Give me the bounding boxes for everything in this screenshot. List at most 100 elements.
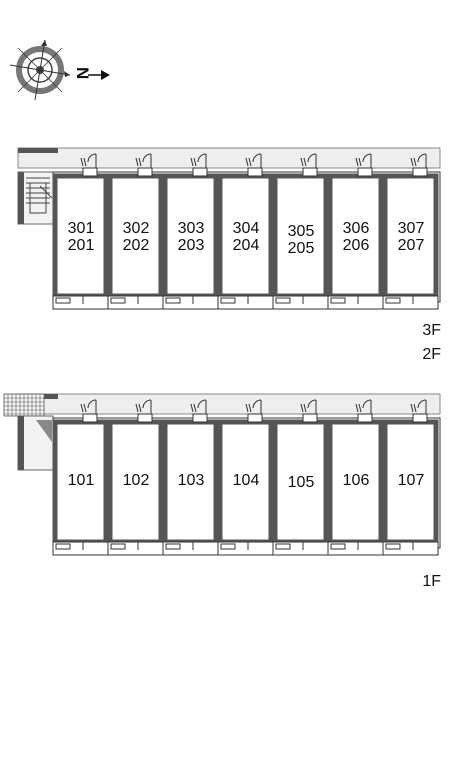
unit-number-second-floor: 205 (287, 240, 315, 257)
roof-edge (18, 148, 58, 153)
stair-well (29, 182, 47, 214)
unit-number-first-floor: 106 (342, 472, 370, 489)
ac-unit (330, 297, 346, 304)
unit-wall (52, 173, 109, 299)
entrance (357, 413, 373, 423)
unit (327, 399, 384, 556)
door-mark (135, 403, 139, 413)
door-swing (197, 153, 207, 163)
door-mark (83, 403, 87, 413)
unit-number-second-floor: 204 (232, 237, 260, 254)
door-swing (307, 399, 317, 409)
ac-unit (110, 297, 126, 304)
door-mark (413, 157, 417, 167)
corridor (17, 147, 441, 169)
door-mark (193, 157, 197, 167)
ac-unit (220, 297, 236, 304)
door-mark (193, 403, 197, 413)
entrance (137, 167, 153, 177)
entrance (247, 413, 263, 423)
unit (217, 153, 274, 310)
unit (272, 399, 329, 556)
door-swing (362, 153, 372, 163)
door-mark (135, 157, 139, 167)
unit-number-third-floor: 304 (232, 220, 260, 237)
door-mark (355, 403, 359, 413)
unit-number-second-floor: 202 (122, 237, 150, 254)
door-mark (355, 157, 359, 167)
ac-unit (275, 543, 291, 550)
unit-number-second-floor: 207 (397, 237, 425, 254)
unit (327, 153, 384, 310)
door-mark (410, 157, 414, 167)
door-mark (248, 157, 252, 167)
ac-unit (275, 297, 291, 304)
ac-unit (330, 543, 346, 550)
unit-number-first-floor: 102 (122, 472, 150, 489)
balcony (382, 541, 439, 556)
door-mark (245, 403, 249, 413)
door-mark (80, 157, 84, 167)
first-floor-block (3, 393, 441, 556)
entrance (82, 413, 98, 423)
ac-unit (220, 543, 236, 550)
door-mark (190, 157, 194, 167)
door-swing (87, 399, 97, 409)
ac-unit (385, 543, 401, 550)
ac-unit (55, 297, 71, 304)
balcony (382, 295, 439, 310)
door-swing (252, 153, 262, 163)
door-mark (413, 403, 417, 413)
stair-wall (18, 172, 24, 224)
entrance (412, 413, 428, 423)
door-mark (138, 403, 142, 413)
door-mark (303, 403, 307, 413)
door-mark (300, 403, 304, 413)
door-mark (138, 157, 142, 167)
door-mark (80, 403, 84, 413)
stair-arrow (39, 185, 53, 199)
unit-number-third-floor: 306 (342, 220, 370, 237)
door-mark (358, 403, 362, 413)
ac-unit (110, 543, 126, 550)
unit (162, 153, 219, 310)
door-mark (83, 157, 87, 167)
entrance (412, 167, 428, 177)
unit-wall (272, 419, 329, 545)
unit-number-first-floor: 101 (67, 472, 95, 489)
door-mark (303, 157, 307, 167)
entrance (302, 413, 318, 423)
unit (107, 399, 164, 556)
unit-wall (382, 173, 439, 299)
unit (382, 153, 439, 310)
door-swing (417, 399, 427, 409)
unit (162, 399, 219, 556)
unit-wall (52, 419, 109, 545)
door-mark (245, 157, 249, 167)
unit-number-first-floor: 103 (177, 472, 205, 489)
door-swing (142, 153, 152, 163)
unit-number-second-floor: 206 (342, 237, 370, 254)
compass-rose-icon (9, 39, 71, 101)
unit-wall (327, 419, 384, 545)
unit-number-first-floor: 105 (287, 474, 315, 491)
upper-floors-block (17, 147, 441, 310)
unit-number-third-floor: 301 (67, 220, 95, 237)
door-mark (248, 403, 252, 413)
floor-label-1f: 1F (422, 573, 441, 590)
north-arrow-icon: N (73, 67, 110, 80)
entrance (192, 413, 208, 423)
unit-wall (162, 419, 219, 545)
ac-unit (55, 543, 71, 550)
unit (52, 153, 109, 310)
door-swing (417, 153, 427, 163)
unit (217, 399, 274, 556)
floor-label-3f: 3F (422, 322, 441, 339)
ac-unit (385, 297, 401, 304)
